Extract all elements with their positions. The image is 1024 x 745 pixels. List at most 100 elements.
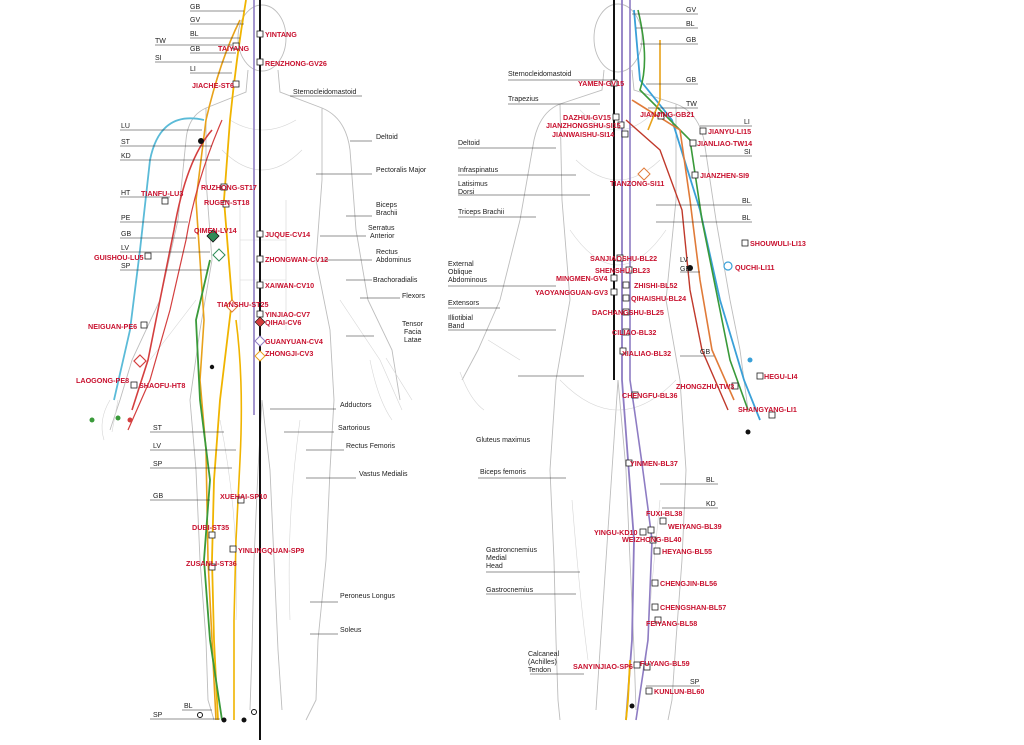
front-label-sp-3: SP	[153, 712, 163, 719]
back-label-kd: KD	[706, 501, 716, 508]
point-renzhong-gv26: RENZHONG-GV26	[265, 59, 327, 68]
point-zhishi-bl52: ZHISHI-BL52	[634, 281, 678, 290]
back-label-si: SI	[744, 149, 751, 156]
back-label-gb-1: GB	[686, 37, 696, 44]
back-point-labels: YAMEN-GV15 DAZHUI-GV15 JIANZHONGSHU-SI15…	[535, 79, 806, 696]
point-ciliao-bl32: CILIAO-BL32	[612, 328, 656, 337]
front-muscle-rectus-fem: Rectus Femoris	[346, 443, 396, 450]
back-label-gb-2: GB	[686, 77, 696, 84]
point-sanjiaoshu-bl22: SANJIAOSHU-BL22	[590, 254, 657, 263]
back-muscle-gastrocnemius: Gastrocnemius	[486, 587, 534, 594]
front-label-gb-4: GB	[153, 493, 163, 500]
back-label-sp: SP	[690, 679, 700, 686]
back-muscle-biceps-femoris: Biceps femoris	[480, 469, 526, 476]
back-point-markers	[610, 79, 776, 709]
back-muscle-infraspinatus: Infraspinatus	[458, 167, 499, 174]
front-label-kd: KD	[121, 153, 131, 160]
front-muscle-vastus: Vastus Medialis	[359, 471, 408, 478]
point-heyang-bl55: HEYANG-BL55	[662, 547, 712, 556]
point-shouwuli-li13: SHOUWULI-LI13	[750, 239, 806, 248]
front-muscle-sternocleidomastoid: Sternocleidomastoid	[293, 89, 357, 96]
back-figure	[459, 3, 749, 721]
front-label-st-1: ST	[121, 139, 131, 146]
front-label-lv-1: LV	[121, 245, 129, 252]
back-muscle-sternocleidomastoid: Sternocleidomastoid	[508, 71, 572, 78]
point-qimen-lv14: QIMEN-LV14	[194, 226, 237, 235]
point-jianliao-tw14: JIANLIAO-TW14	[697, 139, 752, 148]
point-hegu-li4: HEGU-LI4	[764, 372, 798, 381]
point-zusanli-st36: ZUSANLI-ST36	[186, 559, 237, 568]
point-zhongwan-cv12: ZHONGWAN-CV12	[265, 255, 328, 264]
back-label-bl-3: BL	[742, 215, 751, 222]
front-label-gv: GV	[190, 17, 200, 24]
front-label-li: LI	[190, 66, 196, 73]
point-yamen-gv15: YAMEN-GV15	[578, 79, 624, 88]
front-muscle-pectoralis: Pectoralis Major	[376, 167, 427, 174]
point-shangyang-li1: SHANGYANG-LI1	[738, 405, 797, 414]
front-label-tw: TW	[155, 38, 166, 45]
point-yinmen-bl37: YINMEN-BL37	[630, 459, 678, 468]
point-dazhui-gv15: DAZHUI-GV15	[563, 113, 611, 122]
back-label-gv: GV	[686, 7, 696, 14]
back-muscle-deltoid: Deltoid	[458, 140, 480, 147]
point-fuyang-bl59: FUYANG-BL59	[640, 659, 690, 668]
back-muscle-gluteus: Gluteus maximus	[476, 437, 531, 444]
front-muscle-brachoradialis: Brachoradialis	[373, 277, 418, 284]
front-leaders	[120, 10, 400, 720]
back-muscle-extensors: Extensors	[448, 300, 480, 307]
point-jianyu-li15: JIANYU-LI15	[708, 127, 751, 136]
front-label-gb-3: GB	[121, 231, 131, 238]
point-juque-cv14: JUQUE-CV14	[265, 230, 310, 239]
point-rugen-st18: RUGEN-ST18	[204, 198, 250, 207]
front-label-bl-2: BL	[184, 703, 193, 710]
back-label-gb-4: GB	[700, 349, 710, 356]
point-tianfu-lu3: TIANFU-LU3	[141, 189, 183, 198]
front-label-si: SI	[155, 55, 162, 62]
point-tianzong-si11: TIANZONG-SI11	[610, 179, 664, 188]
back-meridian-labels: GV BL GB GB TW LI SI BL BL LV GB GB BL K…	[680, 7, 751, 686]
point-mingmen-gv4: MINGMEN-GV4	[556, 274, 608, 283]
front-muscle-adductors: Adductors	[340, 402, 372, 409]
point-dachangshu-bl25: DACHANGSHU-BL25	[592, 308, 664, 317]
point-shenshu-bl23: SHENSHU-BL23	[595, 266, 650, 275]
point-xialiao-bl32: XIALIAO-BL32	[622, 349, 671, 358]
point-chengfu-bl36: CHENGFU-BL36	[622, 391, 678, 400]
point-yaoyangguan-gv3: YAOYANGGUAN-GV3	[535, 288, 608, 297]
back-muscle-trapezius: Trapezius	[508, 96, 539, 103]
point-yingu-kd10: YINGU-KD10	[594, 528, 638, 537]
point-qihaishu-bl24: QIHAISHU-BL24	[631, 294, 686, 303]
back-muscle-triceps: Triceps Brachii	[458, 209, 504, 216]
point-taiyang: TAIYANG	[218, 44, 250, 53]
back-muscle-labels: Sternocleidomastoid Trapezius Deltoid In…	[448, 71, 572, 674]
front-label-sp-1: SP	[121, 263, 131, 270]
front-muscle-deltoid: Deltoid	[376, 134, 398, 141]
point-xaiwan-cv10: XAIWAN-CV10	[265, 281, 314, 290]
point-guishou-lu5: GUISHOU-LU5	[94, 253, 144, 262]
front-label-st-2: ST	[153, 425, 163, 432]
back-label-gb-3: GB	[680, 266, 690, 273]
point-dubi-st35: DUBI-ST35	[192, 523, 229, 532]
point-yinjiao-cv7: YINJIAO-CV7	[265, 310, 310, 319]
front-point-labels: YINTANG TAIYANG RENZHONG-GV26 JIACHE-ST6…	[76, 30, 328, 568]
front-label-sp-2: SP	[153, 461, 163, 468]
front-label-gb-1: GB	[190, 4, 200, 11]
point-tianshu-st25: TIANSHU-ST25	[217, 300, 269, 309]
point-feiyang-bl58: FEIYANG-BL58	[646, 619, 697, 628]
front-muscle-soleus: Soleus	[340, 627, 362, 634]
front-label-pe: PE	[121, 215, 131, 222]
front-muscle-flexors: Flexors	[402, 293, 425, 300]
front-muscle-peroneus: Peroneus Longus	[340, 593, 395, 600]
point-fuxi-bl38: FUXI-BL38	[646, 509, 682, 518]
back-muscle-calcaneal: Calcaneal(Achilles)Tendon	[528, 651, 560, 674]
point-jiache-st6: JIACHE-ST6	[192, 81, 234, 90]
point-qihai-cv6: QIHAI-CV6	[265, 318, 301, 327]
point-weizhong-bl40: WEIZHONG-BL40	[622, 535, 682, 544]
